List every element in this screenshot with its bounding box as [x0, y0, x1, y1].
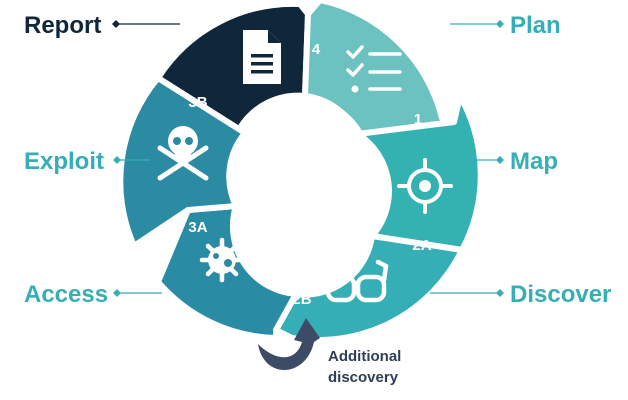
additional-discovery-arrow [258, 318, 320, 371]
leader-map [466, 156, 504, 164]
number-access: 3A [188, 219, 207, 236]
number-exploit: 3B [188, 94, 207, 111]
label-plan: Plan [510, 12, 561, 39]
label-access: Access [24, 281, 108, 308]
glasses-icon [323, 259, 389, 303]
leader-access [113, 289, 162, 297]
label-discover: Discover [510, 281, 611, 308]
label-exploit: Exploit [24, 148, 104, 175]
leader-plan [450, 20, 504, 28]
skull-crossbones-icon [157, 126, 209, 181]
additional-discovery-line1: Additional [328, 348, 401, 365]
leader-discover [430, 289, 504, 297]
leader-exploit [113, 156, 150, 164]
number-plan: 1 [414, 111, 422, 128]
checklist-icon [346, 45, 402, 93]
additional-discovery-line2: discovery [328, 369, 399, 386]
label-report: Report [24, 12, 101, 39]
number-discover: 2B [292, 291, 311, 308]
document-icon [243, 30, 281, 84]
leader-report [112, 20, 180, 28]
target-icon [397, 158, 453, 214]
number-report: 4 [312, 41, 321, 58]
gear-virus-icon [199, 237, 245, 283]
label-map: Map [510, 148, 558, 175]
number-map: 2A [412, 237, 431, 254]
center-hole [239, 98, 371, 230]
